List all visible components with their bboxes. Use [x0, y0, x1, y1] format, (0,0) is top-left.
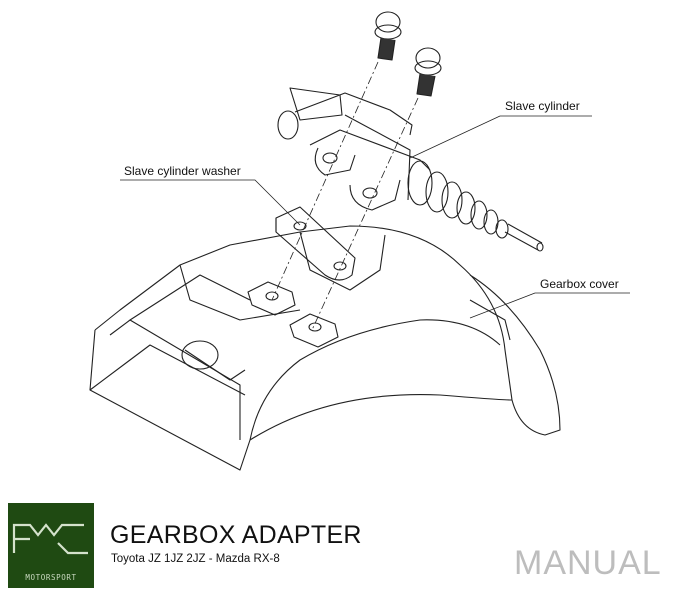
label-gearbox-cover: Gearbox cover: [540, 277, 619, 291]
pmc-motorsport-logo: MOTORSPORT: [8, 503, 94, 588]
centerline: [311, 97, 419, 331]
bolt: [414, 47, 442, 97]
gearbox-cover: [89, 225, 561, 471]
slave-cylinder-washer: [275, 206, 356, 281]
label-slave-cylinder-washer: Slave cylinder washer: [124, 164, 241, 178]
bolt: [374, 11, 402, 61]
label-slave-cylinder: Slave cylinder: [505, 99, 580, 113]
manual-label: MANUAL: [514, 544, 662, 582]
boot: [407, 160, 509, 239]
logo-text: MOTORSPORT: [25, 573, 77, 582]
slave-cylinder: [277, 87, 544, 252]
leader-line: [120, 179, 301, 226]
leader-line: [409, 115, 592, 159]
pmc-logo-mark: [12, 523, 88, 555]
centerline: [271, 61, 379, 301]
assembly-drawing: [89, 11, 630, 471]
subtitle: Toyota JZ 1JZ 2JZ - Mazda RX-8: [111, 553, 280, 565]
leader-line: [469, 292, 630, 319]
page-title: GEARBOX ADAPTER: [110, 521, 362, 549]
